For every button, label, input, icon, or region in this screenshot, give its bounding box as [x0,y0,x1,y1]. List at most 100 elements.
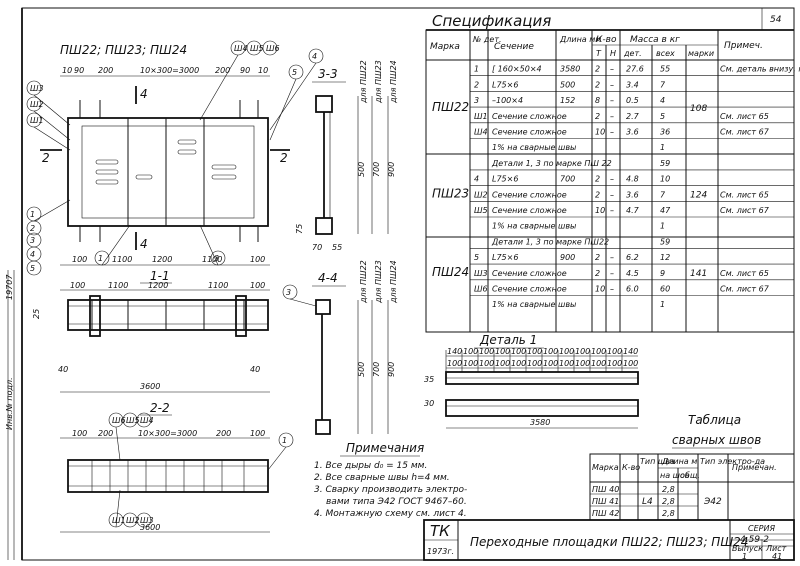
svg-text:4: 4 [140,87,148,101]
svg-text:Длина м: Длина м [661,457,697,466]
svg-text:1100: 1100 [208,281,228,290]
svg-text:ПШ 40: ПШ 40 [592,485,619,494]
svg-text:10: 10 [62,66,72,75]
margin-inventory: 19707 [5,274,14,300]
detail-dim-top: 100 [607,347,622,356]
svg-text:для ПШ24: для ПШ24 [389,60,398,104]
plan-view: ПШ22; ПШ23; ПШ24 10 90 200 10×300=3000 2… [26,40,324,276]
svg-text:3600: 3600 [140,382,160,391]
spec-row-qty: 2 [595,65,600,74]
spec-row-section: Сечение сложное [492,128,567,137]
spec-row-mass-det: 4.8 [626,175,639,184]
spec-row-section: Сечение сложное [492,112,567,121]
svg-text:100: 100 [250,429,265,438]
svg-text:200: 200 [98,66,113,75]
spec-row-no: 4 [474,175,479,184]
spec-row-no: Ш2 [474,190,488,199]
svg-text:Примечан.: Примечан. [732,463,777,472]
callout-label: Ш4 [234,44,248,53]
svg-text:для ПШ22: для ПШ22 [359,260,368,304]
callout-circle [136,412,152,428]
detail-dim-top: 140 [623,347,638,356]
svg-text:1200: 1200 [152,255,172,264]
svg-text:1100: 1100 [112,255,132,264]
svg-text:70: 70 [312,243,322,252]
svg-text:Сечение: Сечение [494,42,534,52]
detail-dim-sub: 100 [463,359,478,368]
spec-row-no: 2 [474,80,479,89]
detail-dim-sub: 100 [575,359,590,368]
callout-label: Ш1 [112,516,126,525]
callout-label: Ш6 [112,416,126,425]
svg-text:900: 900 [387,362,396,377]
spec-row-qty-n: – [610,253,614,262]
svg-text:К-во: К-во [596,35,617,45]
spec-row-mass-det: 0.5 [626,96,639,105]
spec-row-note: См. лист 67 [720,285,770,294]
spec-row-mass-det: 2.7 [626,112,640,121]
notes-title: Примечания [346,441,424,455]
weld-table-subtitle: сварных швов [672,433,761,447]
svg-text:4: 4 [140,237,148,251]
svg-text:2,8: 2,8 [662,497,675,506]
svg-text:10: 10 [258,66,268,75]
section-4-4: 4-4 для ПШ22 для ПШ23 для ПШ24 500 700 9… [282,260,398,435]
weld-table-title: Таблица [688,413,741,427]
svg-text:Масса в кг: Масса в кг [630,35,680,45]
svg-text:10×300=3000: 10×300=3000 [138,429,197,438]
spec-row-section: L75×6 [492,175,518,184]
svg-text:35: 35 [424,375,434,384]
spec-row-mass-det: 3.6 [626,128,639,137]
spec-row-no: Ш1 [474,112,488,121]
spec-row-mass-all: 4 [660,96,665,105]
svg-text:для ПШ24: для ПШ24 [389,260,398,304]
spec-row-length: 700 [560,175,575,184]
year: 1973г. [427,547,454,556]
spec-row-qty-n: – [610,269,614,278]
spec-row-qty-n: – [610,285,614,294]
callout-label: Ш2 [126,516,140,525]
svg-text:Марка: Марка [430,42,460,52]
org-mark: ТК [430,522,451,540]
svg-text:90: 90 [74,66,84,75]
spec-row-qty: 2 [595,80,600,89]
sheet-number: 54 [770,15,782,25]
svg-text:100: 100 [70,281,85,290]
spec-row-section: –100×4 [492,96,523,105]
spec-row-mass-det: 4.5 [626,269,639,278]
svg-text:1: 1 [742,552,747,561]
detail-dim-top: 100 [591,347,606,356]
callout-label: 4 [312,52,317,61]
svg-text:1100: 1100 [108,281,128,290]
callout-label: 5 [30,264,35,273]
callout-circle [262,40,278,56]
spec-row-note: См. лист 65 [720,269,769,278]
list-number: 41 [772,552,782,561]
svg-text:100: 100 [72,255,87,264]
svg-text:для ПШ22: для ПШ22 [359,60,368,104]
spec-row-length: 152 [560,96,575,105]
spec-row-qty: 2 [595,269,600,278]
svg-text:№ дет.: № дет. [472,35,502,44]
notes: Примечания 1. Все дыры d₀ = 15 мм. 2. Вс… [314,441,467,519]
spec-row-qty: 2 [595,175,600,184]
spec-row-mass-all: 7 [660,80,666,89]
spec-row-section: 1% на сварные швы [492,300,576,309]
svg-text:30: 30 [424,399,434,408]
spec-row-no: 5 [474,253,479,262]
section-3-3: 3-3 для ПШ22 для ПШ23 для ПШ24 500 700 9… [295,60,398,252]
callout-label: 1 [30,210,35,219]
spec-row-qty: 2 [595,253,600,262]
detail-dim-sub: 100 [591,359,606,368]
spec-row-no: Ш4 [474,128,488,137]
detail-dim-top: 100 [527,347,542,356]
spec-row-mass-all: 1 [660,300,665,309]
svg-text:3600: 3600 [140,523,160,532]
svg-text:L4: L4 [642,497,653,507]
svg-text:75: 75 [295,224,304,234]
spec-row-no: 3 [474,96,479,105]
callout-label: Ш5 [126,416,140,425]
spec-row-mass-det: 3.6 [626,190,639,199]
spec-row-qty: 10 [595,128,605,137]
section-3-3-title: 3-3 [318,67,338,81]
